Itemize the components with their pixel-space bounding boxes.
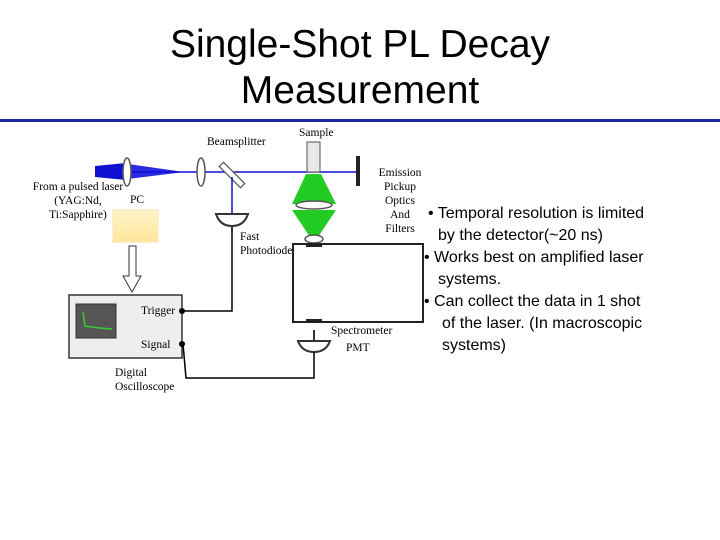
signal-label: Signal xyxy=(141,339,171,351)
spectrometer-exit-slit xyxy=(306,319,322,322)
spectrometer-box xyxy=(292,243,424,323)
bullet-line-5: • Can collect the data in 1 shot xyxy=(424,293,641,310)
collimating-lens xyxy=(196,157,206,187)
input-lens xyxy=(122,157,132,187)
spectrometer-label: Spectrometer xyxy=(331,325,393,337)
pl-emission-upper xyxy=(292,174,336,204)
emission-label-line3: Optics xyxy=(384,195,416,207)
slide-title: Single-Shot PL Decay Measurement xyxy=(0,22,720,114)
pc-block xyxy=(112,209,159,243)
sample-cell xyxy=(306,141,321,173)
source-label-line3: Ti:Sapphire) xyxy=(49,209,107,221)
photodiode-detector xyxy=(214,213,250,228)
pickup-lens-2 xyxy=(304,234,324,244)
oscilloscope-label: Digital Oscilloscope xyxy=(115,366,174,394)
beam-stop xyxy=(356,156,360,186)
signal-connector xyxy=(179,341,185,347)
emission-label-line2: Pickup xyxy=(384,181,416,193)
spectrometer-entrance-slit xyxy=(306,244,322,247)
signal-wire xyxy=(182,343,315,379)
laser-beam-input xyxy=(95,163,126,180)
source-label: From a pulsed laser (YAG:Nd, Ti:Sapphire… xyxy=(26,180,130,222)
trigger-label: Trigger xyxy=(141,305,176,317)
pmt-label: PMT xyxy=(346,342,370,354)
slide-title-line1: Single-Shot PL Decay xyxy=(169,23,551,66)
source-label-line1: From a pulsed laser xyxy=(32,181,124,193)
slide-title-line2: Measurement xyxy=(240,69,480,112)
pl-emission-lower xyxy=(292,210,336,240)
pickup-lens-1 xyxy=(295,200,333,210)
bullet-line-2: by the detector(~20 ns) xyxy=(438,227,603,244)
emission-label-line5: Filters xyxy=(385,223,415,235)
oscilloscope-screen xyxy=(75,303,117,339)
bullet-line-1: • Temporal resolution is limited xyxy=(428,205,645,222)
pmt-detector xyxy=(296,340,332,354)
oscilloscope-label-line2: Oscilloscope xyxy=(115,381,175,393)
oscilloscope-label-line1: Digital xyxy=(115,367,147,379)
beamsplitter-label: Beamsplitter xyxy=(207,136,266,148)
pc-arrow xyxy=(122,245,142,294)
emission-label-line1: Emission xyxy=(378,167,422,179)
photodiode-label-line2: Photodiode xyxy=(240,245,293,257)
pc-label: PC xyxy=(130,194,145,206)
bullet-line-3: • Works best on amplified laser xyxy=(424,249,644,266)
beamsplitter xyxy=(218,161,246,189)
trigger-wire xyxy=(183,232,233,312)
oscilloscope-trace xyxy=(82,311,113,330)
bullet-list: • Temporal resolution is limited by the … xyxy=(424,203,714,357)
bullet-line-6: of the laser. (In macroscopic xyxy=(442,315,643,332)
trigger-connector xyxy=(179,308,185,314)
bullet-line-4: systems. xyxy=(438,271,502,288)
sample-label: Sample xyxy=(299,127,334,139)
source-label-line2: (YAG:Nd, xyxy=(54,195,102,207)
photodiode-label-line1: Fast xyxy=(240,231,260,243)
emission-optics-label: Emission Pickup Optics And Filters xyxy=(373,166,427,236)
photodiode-label: Fast Photodiode xyxy=(240,230,292,258)
title-underline xyxy=(0,119,720,122)
bullet-line-7: systems) xyxy=(442,337,506,354)
emission-label-line4: And xyxy=(390,209,410,221)
